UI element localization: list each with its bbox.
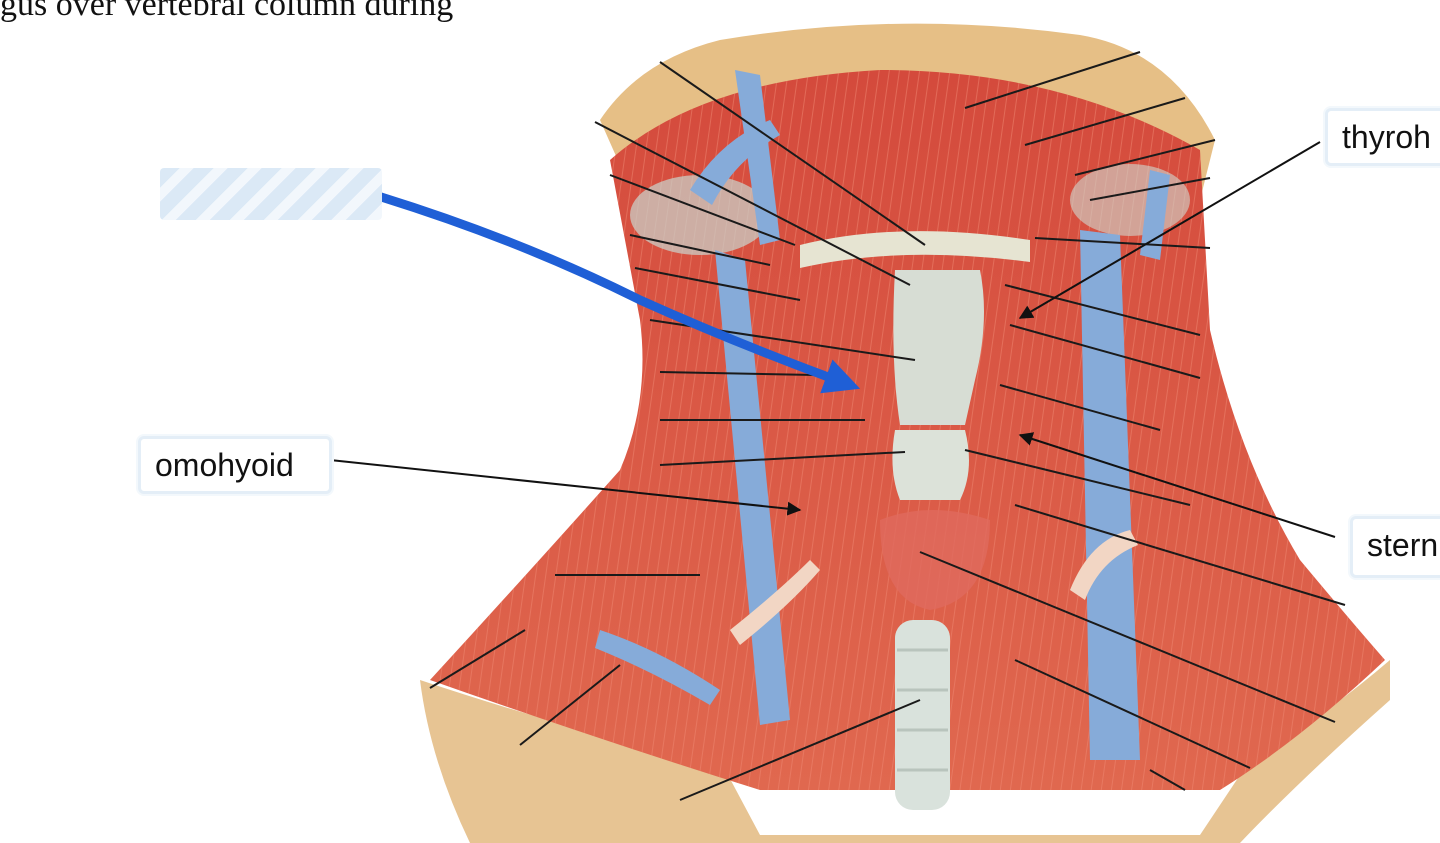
thyroid-cartilage	[893, 270, 984, 425]
left-external-jugular-vein	[735, 70, 780, 245]
blue-pointer-arrow	[373, 191, 861, 394]
trachea	[895, 620, 950, 810]
right-internal-jugular-vein	[1080, 230, 1140, 760]
omohyoid-arrow	[329, 459, 802, 516]
sternohyoid-arrow	[1018, 432, 1336, 538]
lower-skin-edge	[420, 660, 1390, 843]
label-sternohyoid-text: stern	[1367, 527, 1439, 563]
thyroid-gland	[880, 510, 990, 610]
right-gland	[1070, 164, 1190, 236]
thyrohyoid-arrow	[1018, 141, 1321, 319]
blank-answer-box[interactable]	[160, 168, 382, 220]
label-omohyoid-text: omohyoid	[155, 447, 294, 483]
hyoid-bone	[800, 231, 1030, 268]
label-thyrohyoid-text: thyroh	[1342, 119, 1431, 155]
label-sternohyoid[interactable]: stern	[1350, 516, 1440, 578]
cricoid-cartilage	[892, 430, 969, 500]
right-external-jugular-vein	[1140, 170, 1170, 260]
right-omohyoid-tendon	[1070, 530, 1138, 600]
omohyoid-tendon	[730, 560, 820, 645]
label-thyrohyoid[interactable]: thyroh	[1325, 108, 1440, 166]
header-text: gus over vertebral column during	[0, 0, 454, 23]
left-subclavian-branch	[595, 630, 720, 705]
label-omohyoid[interactable]: omohyoid	[138, 436, 332, 494]
